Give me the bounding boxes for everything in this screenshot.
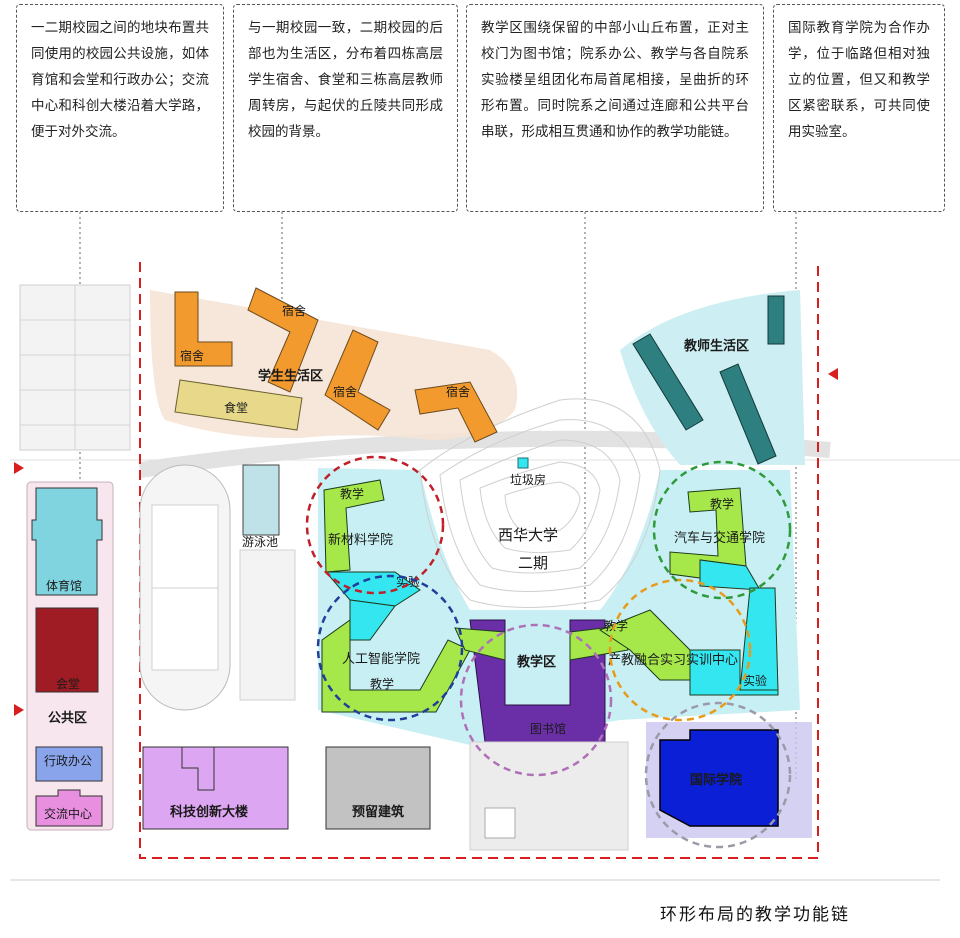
entrance-marker-right-icon: [828, 368, 838, 380]
public-zone-label: 公共区: [48, 710, 87, 726]
dorm-label-4: 宿舍: [446, 384, 470, 399]
reserved-label: 预留建筑: [352, 804, 404, 820]
pool-building: [242, 464, 280, 536]
admin-building: [35, 746, 103, 782]
industry-center-label: 产教融合实习实训中心: [608, 652, 738, 668]
exchange-label: 交流中心: [44, 806, 92, 821]
garbage-room: [517, 457, 529, 469]
teacher-zone-label: 教师生活区: [683, 338, 749, 354]
tech-building-outline: [181, 747, 215, 791]
tech-building-label: 科技创新大楼: [170, 804, 248, 820]
pool-label: 游泳池: [242, 535, 278, 549]
materials-school-label: 新材料学院: [328, 532, 393, 548]
note-living-zone: 与一期校园一致，二期校园的后部也为生活区，分布着四栋高层学生宿舍、食堂和三栋高层…: [233, 4, 458, 212]
exchange-building: [35, 789, 103, 827]
garbage-label: 垃圾房: [510, 472, 546, 487]
teaching-chain-right: [598, 487, 779, 696]
dorm-label-2: 宿舍: [282, 303, 306, 318]
dorm-label-1: 宿舍: [180, 348, 204, 363]
sports-ground: [139, 464, 231, 711]
admin-label: 行政办公: [44, 753, 92, 768]
dorm-building-4: [414, 381, 498, 443]
note-teaching-zone: 教学区围绕保留的中部小山丘布置，正对主校门为图书馆；院系办公、教学与各自院系实验…: [466, 4, 764, 212]
student-zone-label: 学生生活区: [258, 368, 323, 384]
dorm-building-2: [247, 287, 319, 393]
hall-label: 会堂: [56, 677, 80, 691]
teaching-label-auto: 教学: [710, 496, 734, 511]
teaching-zone-label: 教学区: [516, 654, 556, 670]
note-international-school: 国际教育学院为合作办学，位于临路但相对独立的位置，但又和教学区紧密联系，可共同使…: [773, 4, 945, 212]
plaza-gate: [484, 807, 516, 839]
hill-contours: [419, 398, 661, 608]
circle-materials: [305, 455, 445, 595]
circle-intl: [644, 701, 792, 849]
dorms: [174, 287, 498, 443]
circle-industry: [608, 578, 752, 722]
teaching-label-ai: 教学: [370, 676, 394, 691]
ai-school-label: 人工智能学院: [342, 651, 420, 667]
circle-ai: [316, 574, 464, 722]
lab-label-right: 实验: [743, 673, 767, 688]
library-label: 图书馆: [530, 721, 566, 736]
dorm-building-3: [324, 329, 391, 431]
gym-label: 体育馆: [46, 578, 82, 593]
teaching-label-materials: 教学: [340, 486, 364, 501]
function-circles: [305, 455, 792, 849]
teaching-label-industry: 教学: [604, 618, 628, 633]
campus-name-1: 西华大学: [498, 526, 558, 544]
entrance-marker-left-2-icon: [14, 704, 24, 716]
intl-school-label: 国际学院: [690, 772, 742, 788]
canteen: [174, 379, 303, 431]
campus-name-2: 二期: [518, 554, 548, 572]
circle-auto: [652, 460, 792, 600]
reserved-building: [325, 746, 431, 830]
dorm-label-3: 宿舍: [333, 384, 357, 399]
courts: [239, 549, 296, 701]
auto-school-label: 汽车与交通学院: [674, 530, 765, 546]
canteen-label: 食堂: [224, 400, 248, 415]
intl-school-building: [659, 729, 779, 827]
entrance-marker-left-icon: [14, 462, 24, 474]
gym-building: [31, 487, 103, 596]
figure-caption: 环形布局的教学功能链: [660, 905, 850, 925]
note-public-facilities: 一二期校园之间的地块布置共同使用的校园公共设施，如体育馆和会堂和行政办公；交流中…: [16, 4, 224, 212]
circle-library: [459, 623, 613, 777]
dorm-building-1: [174, 291, 233, 367]
teacher-buildings: [632, 295, 785, 465]
hall-building: [35, 607, 99, 693]
tech-building: [142, 746, 289, 830]
teaching-chain-left: [321, 479, 471, 713]
